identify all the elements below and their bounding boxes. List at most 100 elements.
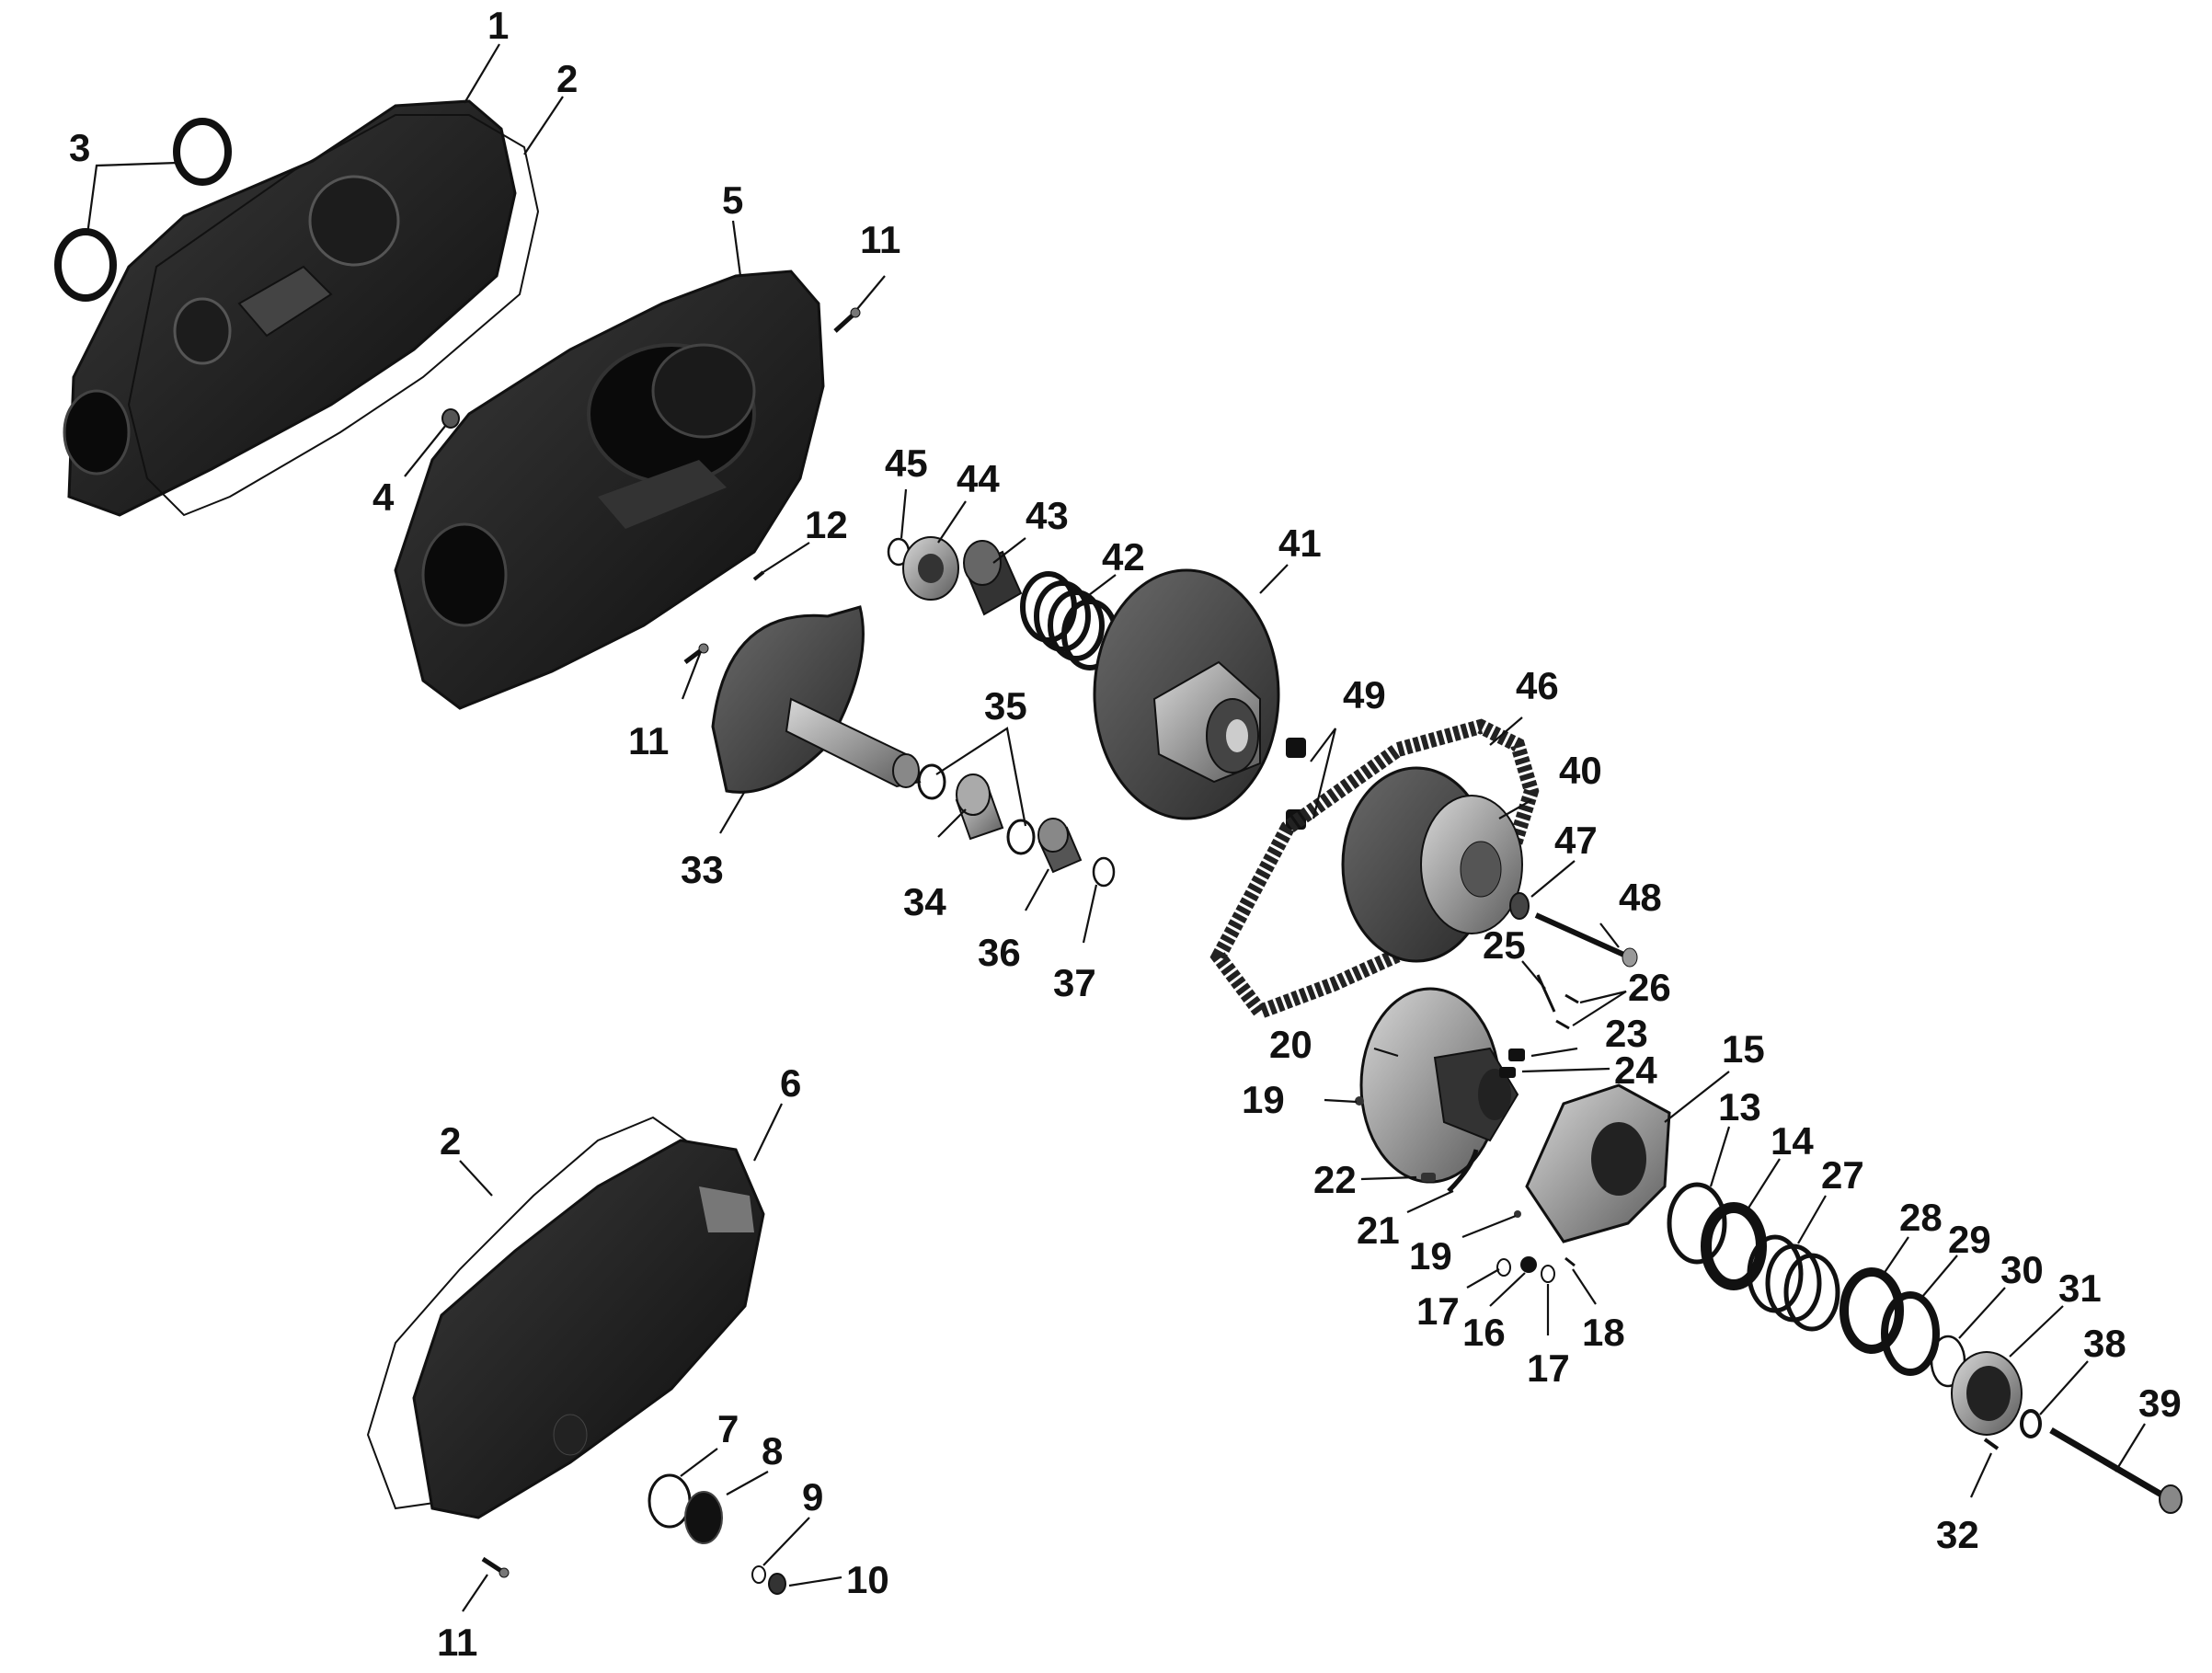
shim-37-part (1092, 856, 1116, 888)
clip-21-part (1447, 1149, 1479, 1193)
screw-32-part (1983, 1438, 2000, 1450)
spring-24-part (1499, 1067, 1516, 1078)
inner-cover-part (63, 99, 517, 517)
cup-44-part (902, 536, 959, 601)
screw-12-part (752, 570, 765, 581)
label-11b: 11 (628, 719, 669, 762)
driven-pulley-40-part (1341, 766, 1523, 963)
ring-13-part (1667, 1182, 1727, 1265)
o-rings-part (54, 118, 232, 302)
label-45: 45 (885, 441, 928, 485)
spring-27-part (1747, 1234, 1840, 1332)
label-30: 30 (2000, 1248, 2044, 1291)
pin-18-part (1564, 1256, 1576, 1267)
bushing-36-part (1037, 818, 1083, 874)
label-21: 21 (1357, 1209, 1400, 1252)
label-28: 28 (1899, 1196, 1943, 1239)
label-27: 27 (1821, 1153, 1864, 1197)
label-12: 12 (805, 503, 848, 546)
part-labels: 1 2 3 4 5 11 12 11 33 35 34 36 37 45 44 … (69, 4, 2182, 1664)
label-32: 32 (1936, 1513, 1979, 1556)
label-22: 22 (1313, 1158, 1357, 1201)
bolt-39-part (2049, 1427, 2183, 1514)
label-42: 42 (1102, 535, 1145, 579)
label-33: 33 (681, 848, 724, 891)
roller-16-part (1520, 1256, 1537, 1273)
label-39: 39 (2138, 1381, 2182, 1425)
label-2a: 2 (556, 57, 578, 100)
screw-11-mid-part (683, 643, 709, 664)
label-29: 29 (1948, 1218, 1991, 1261)
label-13: 13 (1718, 1085, 1761, 1129)
label-35: 35 (984, 684, 1027, 728)
label-20: 20 (1269, 1023, 1312, 1066)
fixed-sheave-part (711, 605, 922, 794)
leader-lines (86, 43, 2146, 1612)
label-17a: 17 (1416, 1289, 1460, 1333)
pin-19-part (1355, 1096, 1364, 1106)
label-7: 7 (717, 1407, 739, 1450)
label-3: 3 (69, 126, 90, 169)
screw-11-top-part (833, 307, 861, 333)
ring-28-part (1840, 1267, 1904, 1354)
pins-26-part (1555, 993, 1579, 1030)
cam-15-part (1525, 1083, 1671, 1243)
label-14: 14 (1771, 1119, 1814, 1163)
label-18: 18 (1582, 1311, 1625, 1354)
label-36: 36 (978, 931, 1021, 974)
bearing-43-part (963, 540, 1023, 616)
label-10: 10 (846, 1558, 889, 1601)
label-44: 44 (957, 457, 1000, 500)
label-49: 49 (1343, 673, 1386, 716)
cap-31-part (1951, 1351, 2023, 1436)
lower-outer-cover-part (412, 1139, 765, 1519)
movable-sheave-41-part (1093, 568, 1280, 820)
label-31: 31 (2058, 1266, 2102, 1310)
screw-11-bottom-part (481, 1556, 510, 1578)
washer-9-part (751, 1565, 766, 1584)
outer-cover-housing-part (394, 269, 825, 710)
spring-22-part (1421, 1173, 1436, 1182)
shim-35-part (917, 763, 1036, 855)
label-9: 9 (802, 1475, 823, 1518)
label-37: 37 (1053, 961, 1096, 1004)
bolt-48-part (1534, 912, 1638, 968)
label-6: 6 (780, 1061, 801, 1105)
nut-10-part (768, 1573, 786, 1595)
label-2b: 2 (440, 1119, 461, 1163)
label-19b: 19 (1409, 1234, 1452, 1278)
label-41: 41 (1278, 521, 1322, 565)
label-25: 25 (1483, 923, 1526, 967)
label-8: 8 (762, 1429, 783, 1472)
label-47: 47 (1554, 819, 1598, 862)
label-17b: 17 (1527, 1346, 1570, 1390)
spider-20-part (1359, 987, 1519, 1184)
bushing-34-part (955, 773, 1004, 841)
plug-8-part (684, 1491, 723, 1544)
label-15: 15 (1722, 1027, 1765, 1071)
washers-17-part (1496, 1258, 1555, 1283)
label-40: 40 (1559, 749, 1602, 792)
label-26: 26 (1628, 966, 1671, 1009)
label-43: 43 (1026, 494, 1069, 537)
ring-14-part (1701, 1202, 1767, 1290)
o-ring-7-part (648, 1473, 692, 1529)
label-46: 46 (1516, 664, 1559, 707)
label-24: 24 (1614, 1048, 1657, 1092)
label-34: 34 (903, 880, 946, 923)
label-11c: 11 (437, 1621, 477, 1664)
nut-4-part (441, 408, 460, 429)
label-19a: 19 (1242, 1078, 1285, 1121)
label-1: 1 (487, 4, 509, 47)
label-4: 4 (372, 476, 395, 519)
inner-cover-gasket-part (127, 114, 540, 517)
label-11a: 11 (860, 218, 900, 261)
label-48: 48 (1619, 876, 1662, 919)
washer-38-part (2020, 1409, 2042, 1438)
washer-47-part (1509, 892, 1530, 920)
label-23: 23 (1605, 1012, 1648, 1055)
belt-46-part (1209, 718, 1540, 1021)
label-16: 16 (1462, 1311, 1506, 1354)
pin-25-part (1536, 974, 1556, 1013)
